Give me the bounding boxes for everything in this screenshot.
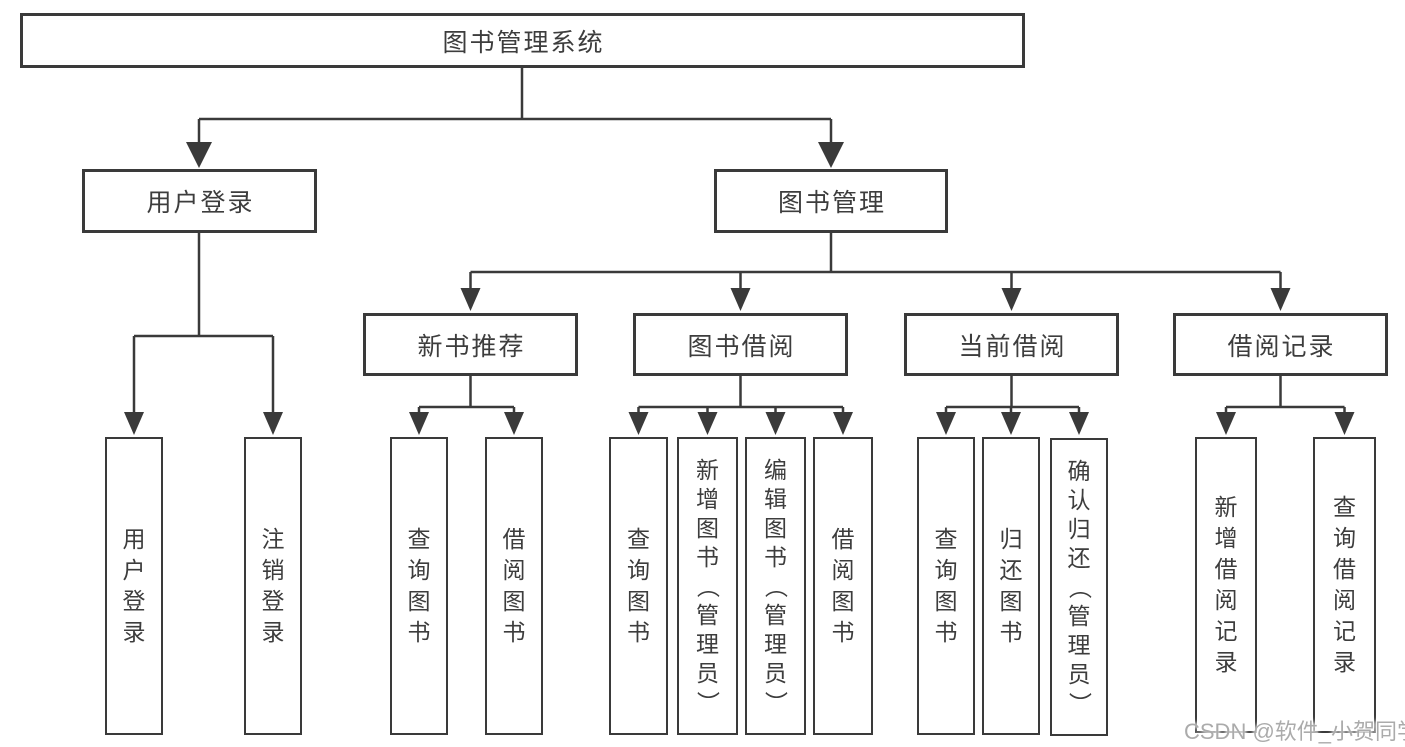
csdn-watermark: CSDN @软件_小贺同学 <box>1184 719 1405 744</box>
arrow-leaf-add-record <box>1216 412 1236 435</box>
leaf-add-books-admin: 新增图书（管理员） <box>677 437 738 735</box>
connector-book-borrow <box>637 376 845 415</box>
node-label: 用户登录 <box>146 189 255 217</box>
node-library-management-system: 图书管理系统 <box>20 13 1025 68</box>
leaf-return-books: 归还图书 <box>982 437 1040 735</box>
node-label: 图书管理系统 <box>442 28 605 57</box>
arrow-leaf-add-books <box>697 412 718 435</box>
arrow-leaf-search-books-2 <box>628 412 649 435</box>
node-label: 当前借阅 <box>958 332 1067 361</box>
arrow-leaf-confirm-return <box>1069 412 1089 435</box>
arrowheads <box>124 142 1355 435</box>
leaf-search-books-recommend: 查询图书 <box>390 437 448 735</box>
node-book-management: 图书管理 <box>714 169 948 233</box>
arrow-leaf-borrow-books-2 <box>833 412 853 435</box>
node-borrow-records: 借阅记录 <box>1173 313 1388 376</box>
arrow-leaf-search-record <box>1334 412 1355 435</box>
node-label: 借阅记录 <box>1227 332 1336 361</box>
leaf-borrow-books-recommend: 借阅图书 <box>485 437 543 735</box>
node-new-book-recommend: 新书推荐 <box>363 313 578 376</box>
connector-borrow-records <box>1224 376 1346 415</box>
arrow-leaf-borrow-books-1 <box>504 412 524 435</box>
leaf-add-borrow-record: 新增借阅记录 <box>1195 437 1257 733</box>
arrow-leaf-return-books <box>1001 412 1021 435</box>
leaf-search-borrow-record: 查询借阅记录 <box>1313 437 1376 733</box>
arrow-borrow-records <box>1270 288 1291 311</box>
connector-current-borrow <box>944 376 1081 415</box>
arrow-leaf-search-books-1 <box>409 412 429 435</box>
node-label: 新书推荐 <box>417 332 526 361</box>
arrow-current-borrow <box>1001 288 1022 311</box>
arrow-leaf-logout <box>263 412 283 435</box>
arrow-book-management <box>818 142 844 168</box>
leaf-borrow-books: 借阅图书 <box>813 437 873 735</box>
connector-root <box>197 68 833 144</box>
leaf-user-login: 用户登录 <box>105 437 163 735</box>
leaf-search-books-borrow: 查询图书 <box>609 437 668 735</box>
node-label: 图书借阅 <box>687 332 796 361</box>
arrow-leaf-search-books-3 <box>936 412 956 435</box>
arrow-leaf-user-login <box>124 412 144 435</box>
arrow-leaf-edit-books <box>765 412 786 435</box>
connector-book-management <box>469 233 1282 290</box>
node-current-borrow: 当前借阅 <box>904 313 1119 376</box>
arrow-user-login <box>186 142 212 168</box>
arrow-new-book-recommend <box>460 288 481 311</box>
leaf-search-books-current: 查询图书 <box>917 437 975 735</box>
leaf-edit-books-admin: 编辑图书（管理员） <box>745 437 806 735</box>
node-user-login: 用户登录 <box>82 169 317 233</box>
leaf-logout-login: 注销登录 <box>244 437 302 735</box>
leaf-confirm-return-admin: 确认归还（管理员） <box>1050 438 1108 736</box>
connector-user-login <box>132 233 275 414</box>
node-book-borrow: 图书借阅 <box>633 313 848 376</box>
arrow-book-borrow <box>730 288 751 311</box>
connector-new-book-recommend <box>417 376 516 415</box>
node-label: 图书管理 <box>777 189 886 217</box>
